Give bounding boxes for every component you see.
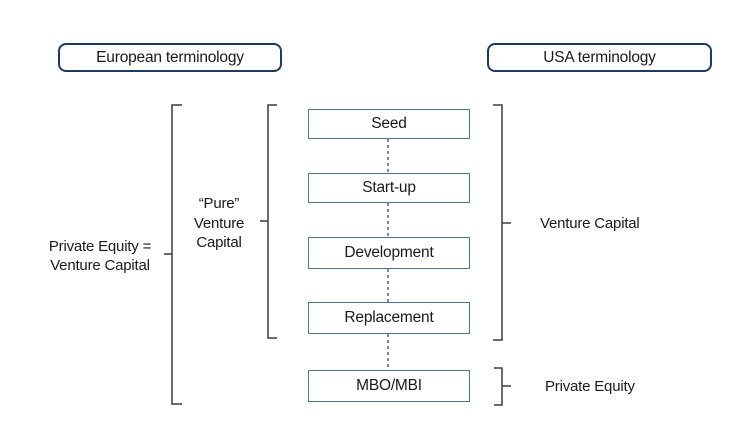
usa-terminology-label: USA terminology <box>543 48 656 66</box>
stage-box-mbo-mbi: MBO/MBI <box>308 370 470 402</box>
stage-label-mbo-mbi: MBO/MBI <box>356 377 422 394</box>
pure-label-line1: “Pure” <box>198 195 240 212</box>
pure-label-line3: Capital <box>196 234 242 251</box>
stage-box-replacement: Replacement <box>308 302 470 334</box>
pure-label-line2: Venture <box>193 214 245 232</box>
private-equity-text: Private Equity <box>545 378 635 395</box>
left-inner-bracket <box>260 104 277 339</box>
stage-label-replacement: Replacement <box>344 309 434 326</box>
private-equity-equals-venture-capital-label: Private Equity = Venture Capital <box>28 237 172 275</box>
right-venture-capital-bracket <box>493 104 511 341</box>
european-terminology-box: European terminology <box>58 43 282 72</box>
left-label-line1: Private Equity = <box>48 238 152 255</box>
stage-box-startup: Start-up <box>308 173 470 203</box>
stage-box-seed: Seed <box>308 109 470 139</box>
right-private-equity-bracket <box>494 367 511 406</box>
left-label-line2: Venture Capital <box>50 257 150 274</box>
usa-private-equity-label: Private Equity <box>545 377 635 396</box>
venture-capital-text: Venture Capital <box>540 215 640 232</box>
usa-terminology-box: USA terminology <box>487 43 712 72</box>
usa-venture-capital-label: Venture Capital <box>540 214 640 233</box>
stage-box-development: Development <box>308 237 470 269</box>
stage-label-development: Development <box>344 244 434 261</box>
pure-venture-capital-label: “Pure” Venture Capital <box>176 194 262 253</box>
stage-label-seed: Seed <box>371 115 407 132</box>
european-terminology-label: European terminology <box>96 48 244 66</box>
stage-label-startup: Start-up <box>362 179 416 196</box>
